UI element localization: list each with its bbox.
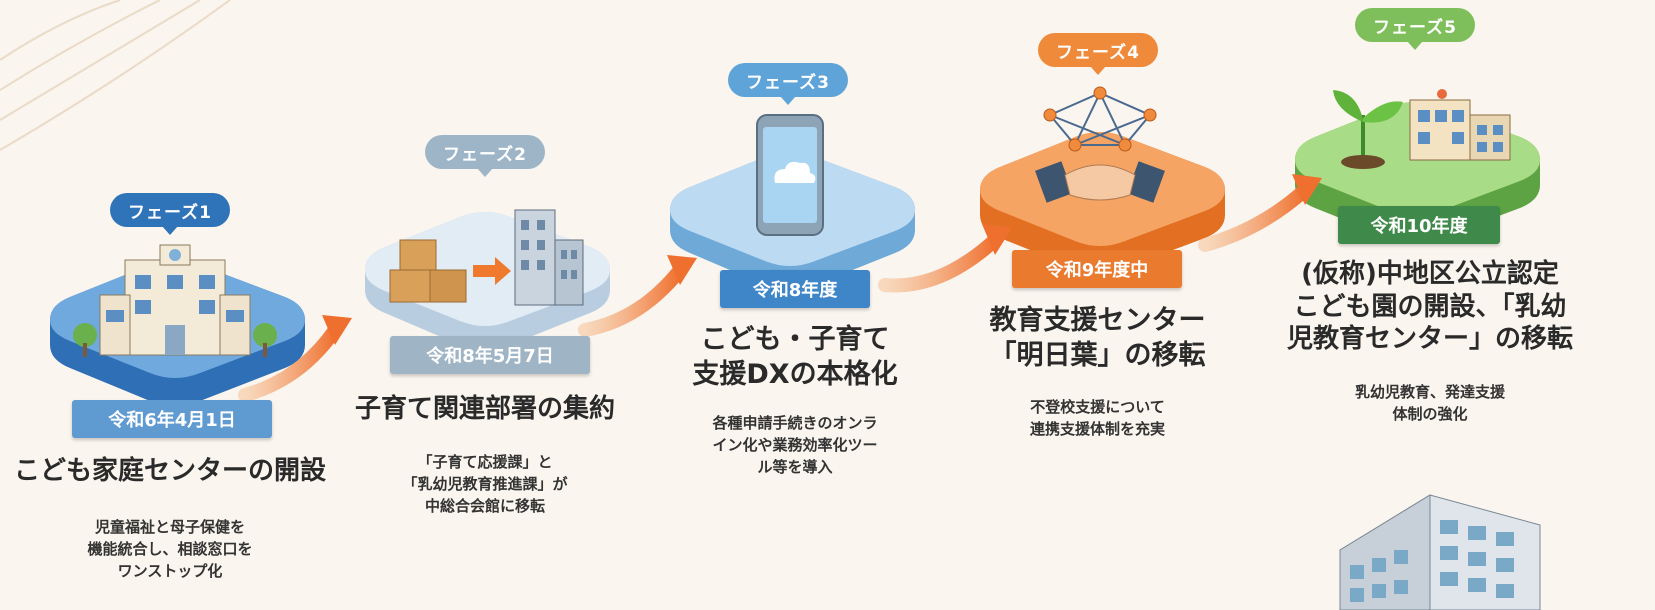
phase-2-date: 令和8年5月7日 (390, 336, 590, 374)
phase-1-description: 児童福祉と母子保健を 機能統合し、相談窓口を ワンストップ化 (87, 518, 253, 580)
phase-2-illustration (365, 209, 610, 350)
phase-4-illustration (980, 86, 1225, 272)
phase-1-tag: フェーズ1 (110, 193, 230, 235)
school-building-icon (73, 244, 277, 357)
seedling-school-icon (1333, 89, 1511, 169)
boxes-to-building-icon (389, 209, 584, 306)
phase-2-description: 「子育て応援課」と 「乳幼児教育推進課」が 中総合会館に移転 (402, 453, 568, 515)
arrow-4-5 (1198, 183, 1312, 252)
handshake-network-icon (1035, 86, 1165, 203)
phase-4-title: 教育支援センター 「明日葉」の移転 (989, 305, 1206, 372)
phase-4-description: 不登校支援について 連携支援体制を充実 (1029, 398, 1165, 438)
phase-4-tag: フェーズ4 (1038, 33, 1158, 75)
phase-5-description: 乳幼児教育、発達支援 体制の強化 (1354, 383, 1505, 423)
phase-5-tag: フェーズ5 (1355, 8, 1475, 50)
phase-3-illustration (670, 114, 915, 290)
phase-1-title: こども家庭センターの開設 (13, 456, 326, 486)
phase-4-date: 令和9年度中 (1012, 250, 1182, 288)
phase-2-tag: フェーズ2 (425, 135, 545, 177)
phase-1-illustration (50, 244, 305, 406)
office-building-icon (1339, 494, 1541, 610)
smartphone-cloud-icon (756, 114, 824, 236)
phase-3-description: 各種申請手続きのオンラ イン化や業務効率化ツー ル等を導入 (712, 414, 878, 476)
phase-3-title: こども・子育て 支援DXの本格化 (692, 324, 898, 391)
phase-5-date: 令和10年度 (1338, 206, 1500, 244)
arrow-2-3 (578, 263, 687, 337)
phase-3-date: 令和8年度 (720, 270, 870, 308)
arrow-3-4 (878, 233, 1002, 293)
phase-2-title: 子育て関連部署の集約 (354, 394, 615, 424)
phase-3-tag: フェーズ3 (728, 63, 848, 105)
phase-5-title: (仮称)中地区公立認定 こども園の開設、「乳幼 児教育センター」の移転 (1286, 259, 1573, 354)
arrow-1-2 (238, 323, 342, 402)
phase-1-date: 令和6年4月1日 (72, 400, 272, 438)
